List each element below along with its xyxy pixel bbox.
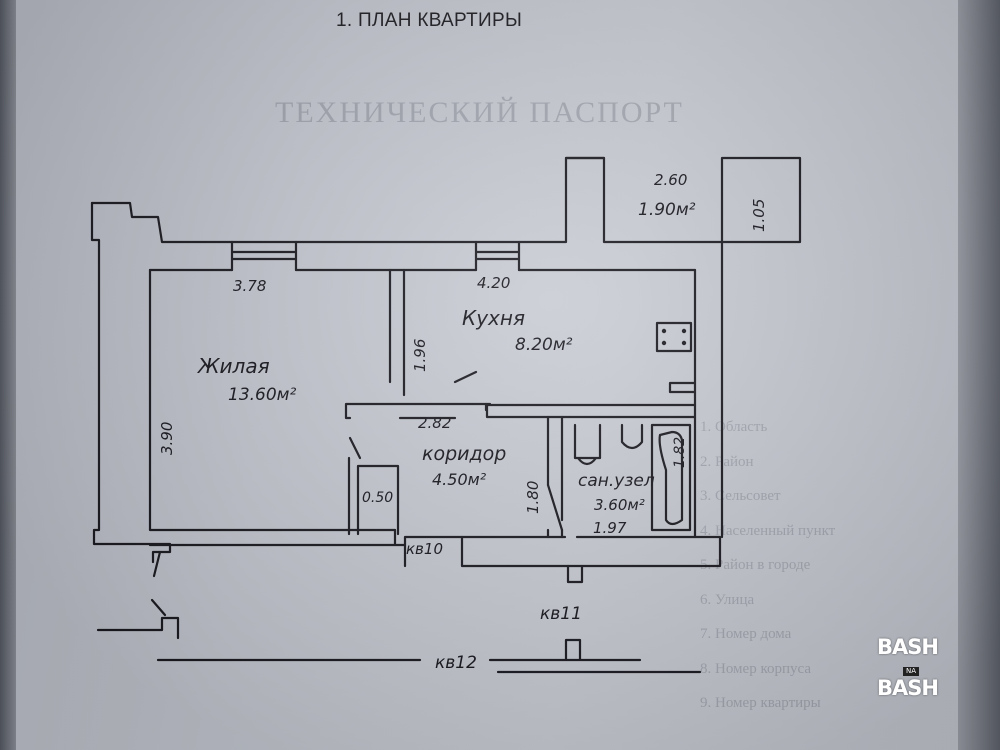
background-list-item: 7. Номер дома bbox=[700, 626, 792, 642]
neighbour-wall-11 bbox=[566, 564, 584, 584]
background-list-item: 6. Улица bbox=[700, 591, 755, 608]
dim-corridor-depth: 1.80 bbox=[524, 481, 542, 514]
wall-bottom bbox=[148, 528, 407, 547]
wall-right bbox=[693, 240, 724, 539]
dim-corridor-width: 2.82 bbox=[418, 414, 451, 432]
watermark-bottom: BASH bbox=[877, 676, 939, 700]
background-list-item: 9. Номер квартиры bbox=[700, 695, 821, 711]
door-left-lower bbox=[150, 598, 167, 617]
dim-kitchen-depth: 1.96 bbox=[411, 339, 429, 372]
page-title: 1. ПЛАН КВАРТИРЫ bbox=[336, 10, 523, 31]
bath-sink-icon bbox=[620, 423, 644, 450]
window-kitchen bbox=[474, 240, 521, 272]
partition-living-corridor bbox=[344, 402, 492, 420]
neighbour-label-12: кв12 bbox=[435, 653, 477, 673]
room-name-living: Жилая bbox=[196, 354, 270, 378]
wall-bottom-right bbox=[460, 535, 722, 568]
background-list-item: 1. Область bbox=[700, 419, 768, 435]
dim-kitchen-width: 4.20 bbox=[477, 274, 510, 292]
dim-balcony-depth: 1.05 bbox=[750, 199, 768, 232]
kitchen-sink-icon bbox=[668, 381, 696, 394]
leader-line bbox=[453, 370, 478, 384]
balcony-outline bbox=[564, 156, 802, 244]
partition-living-kitchen bbox=[388, 268, 406, 397]
wall-left bbox=[90, 201, 172, 564]
room-name-bath: сан.узел bbox=[578, 471, 655, 491]
wall-left-inner bbox=[148, 268, 397, 532]
neighbour-label-11: кв11 bbox=[540, 604, 582, 624]
background-list-item: 5. Район в городе bbox=[700, 557, 811, 573]
stair-left bbox=[152, 550, 162, 578]
window-living bbox=[230, 240, 298, 272]
background-list: 1. Область 2. Район 3. Сельсовет 4. Насе… bbox=[700, 410, 970, 721]
toilet-icon bbox=[573, 423, 602, 466]
dim-bath-width: 1.97 bbox=[593, 519, 627, 537]
neighbour-wall-12 bbox=[96, 616, 702, 674]
background-list-item: 2. Район bbox=[700, 453, 754, 470]
door-living bbox=[348, 436, 362, 460]
dim-living-width: 3.78 bbox=[233, 277, 266, 295]
door-bottom-left bbox=[403, 535, 464, 568]
dim-closet: 0.50 bbox=[362, 490, 393, 506]
room-name-kitchen: Кухня bbox=[462, 306, 525, 330]
watermark-middle: NA bbox=[903, 667, 920, 676]
page-right-strip bbox=[958, 0, 1000, 750]
page-left-edge bbox=[0, 0, 16, 750]
balcony-area: 1.90м² bbox=[638, 200, 696, 220]
room-name-corridor: коридор bbox=[422, 443, 506, 465]
room-area-bath: 3.60м² bbox=[594, 496, 645, 514]
background-list-item: 8. Номер корпуса bbox=[700, 660, 811, 677]
room-area-kitchen: 8.20м² bbox=[515, 335, 573, 355]
room-area-living: 13.60м² bbox=[228, 385, 296, 405]
watermark-logo: BASH NA BASH bbox=[877, 635, 941, 699]
wall-top bbox=[90, 156, 724, 244]
partition-corridor-bath bbox=[546, 415, 564, 539]
neighbour-label-10: кв10 bbox=[406, 540, 443, 558]
bathtub-icon bbox=[650, 423, 692, 532]
partition-kitchen-bath bbox=[485, 403, 697, 419]
stove-icon bbox=[655, 321, 693, 353]
room-area-corridor: 4.50м² bbox=[432, 470, 487, 489]
background-list-item: 3. Сельсовет bbox=[700, 488, 781, 504]
dim-bath-depth: 1.82 bbox=[672, 437, 688, 468]
closet bbox=[347, 456, 400, 536]
door-bath bbox=[546, 483, 564, 532]
watermark-top: BASH bbox=[877, 635, 939, 659]
dim-living-depth: 3.90 bbox=[158, 422, 176, 455]
background-heading: ТЕХНИЧЕСКИЙ ПАСПОРТ bbox=[275, 96, 684, 129]
dim-balcony-width: 2.60 bbox=[654, 171, 687, 189]
background-list-item: 4. Населенный пункт bbox=[700, 522, 836, 539]
